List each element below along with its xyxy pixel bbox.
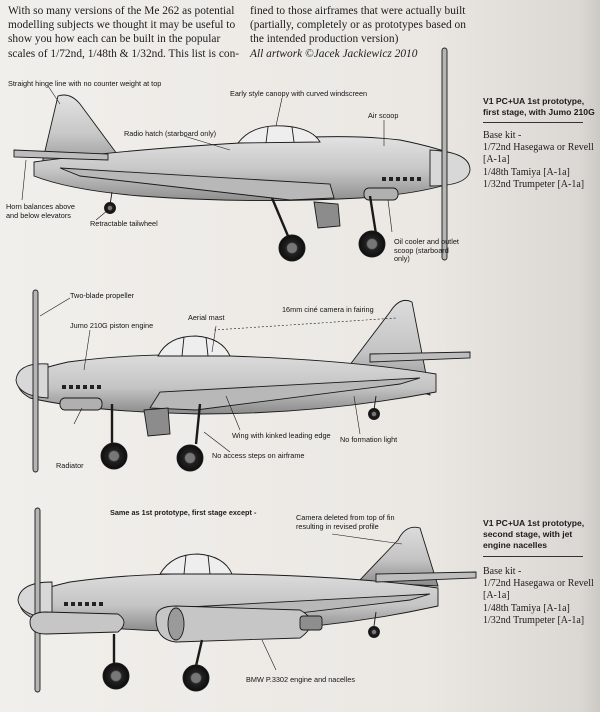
annotation-hinge: Straight hinge line with no counter weig…: [8, 79, 162, 88]
aircraft-3-title: V1 PC+UA 1st prototype, second stage, wi…: [483, 518, 585, 550]
intro-paragraph-right: fined to those airframes that were actua…: [250, 4, 472, 61]
aircraft-3-kits: Base kit - 1/72nd Hasegawa or Revell [A-…: [483, 566, 595, 627]
annotation-air-scoop: Air scoop: [368, 111, 399, 120]
canopy: [159, 553, 233, 575]
canopy: [237, 125, 321, 144]
main-wheel: [278, 234, 306, 262]
propeller-blade: [34, 507, 41, 693]
annotation-oil-cooler: Oil cooler and outlet scoop (starboard o…: [394, 237, 459, 264]
main-wheel: [102, 662, 130, 690]
annotation-aerial-mast: Aerial mast: [188, 313, 225, 322]
tailplane: [375, 571, 477, 583]
aircraft-1-kits: Base kit - 1/72nd Hasegawa or Revell [A-…: [483, 130, 595, 191]
main-wheel: [182, 664, 210, 692]
tailplane: [369, 351, 471, 363]
kit-heading: Base kit -: [483, 566, 522, 577]
radiator: [59, 397, 103, 411]
annotation-formation-light: No formation light: [340, 435, 398, 444]
kit-item: 1/48th Tamiya [A-1a]: [483, 166, 570, 178]
tail-fin: [356, 526, 439, 587]
kit-item: 1/72nd Hasegawa or Revell [A-1a]: [483, 142, 594, 166]
spinner: [15, 363, 49, 399]
jet-nacelle: [29, 611, 125, 635]
annotation-radio-hatch: Radio hatch (starboard only): [124, 129, 217, 138]
kit-item: 1/48th Tamiya [A-1a]: [483, 602, 570, 614]
tailplane: [13, 149, 109, 161]
annotation-kinked-wing: Wing with kinked leading edge: [232, 431, 331, 440]
annotation-access-steps: No access steps on airframe: [212, 451, 305, 460]
wing: [149, 377, 421, 411]
annotation-propeller: Two-blade propeller: [70, 291, 135, 300]
canopy: [157, 335, 231, 357]
intro-text-continued: fined to those airframes that were actua…: [250, 5, 466, 46]
stage-note: Same as 1st prototype, first stage excep…: [110, 508, 257, 517]
annotation-camera-deleted: Camera deleted from top of fin resulting…: [296, 513, 395, 531]
kit-heading: Base kit -: [483, 130, 522, 141]
annotation-radiator: Radiator: [56, 461, 84, 470]
propeller-blade: [441, 47, 448, 261]
artwork-credit: All artwork ©Jacek Jackiewicz 2010: [250, 47, 418, 60]
kit-item: 1/72nd Hasegawa or Revell [A-1a]: [483, 578, 594, 602]
annotation-canopy: Early style canopy with curved windscree…: [230, 89, 368, 98]
wing: [59, 167, 335, 201]
kit-item: 1/32nd Trumpeter [A-1a]: [483, 178, 585, 190]
main-wheel: [358, 230, 386, 258]
divider: [483, 122, 583, 123]
annotation-horn-balances: Horn balances above and below elevators: [6, 202, 75, 220]
propeller-blade: [32, 289, 39, 473]
annotation-tailwheel: Retractable tailwheel: [90, 219, 158, 228]
kit-item: 1/32nd Trumpeter [A-1a]: [483, 614, 585, 626]
divider: [483, 556, 583, 557]
annotation-jumo-engine: Jumo 210G piston engine: [70, 321, 154, 330]
aircraft-1-profile: [13, 47, 471, 262]
main-wheel: [176, 444, 204, 472]
annotation-bmw-engine: BMW P.3302 engine and nacelles: [246, 675, 355, 684]
aircraft-1-title: V1 PC+UA 1st prototype, first stage, wit…: [483, 96, 595, 117]
aircraft-3-profile: [17, 507, 477, 693]
spinner: [429, 149, 471, 187]
aircraft-2-profile: [15, 289, 471, 473]
annotation-cine-camera: 16mm ciné camera in fairing: [282, 305, 374, 314]
main-wheel: [100, 442, 128, 470]
page-edge-shadow: [580, 0, 600, 712]
intro-paragraph-left: With so many versions of the Me 262 as p…: [8, 5, 240, 60]
